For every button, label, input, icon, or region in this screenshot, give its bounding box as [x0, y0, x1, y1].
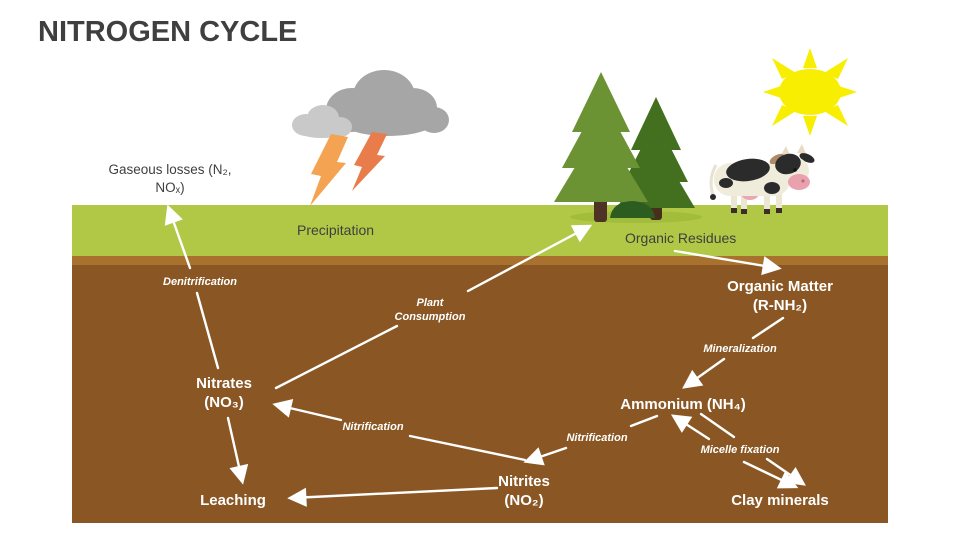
- arrow-mineralization: [682, 316, 785, 389]
- node-nitrites: Nitrites (NO₂): [498, 472, 550, 510]
- label-gaseous-losses: Gaseous losses (N₂, NOₓ): [108, 161, 231, 197]
- node-clay-minerals: Clay minerals: [731, 492, 829, 509]
- process-micelle-fixation: Micelle fixation: [700, 444, 780, 456]
- organic-matter-line2: (R-NH₂): [752, 297, 808, 314]
- nitrites-line2: (NO₂): [504, 492, 544, 509]
- nitrates-line1: Nitrates: [196, 375, 252, 392]
- page-title: NITROGEN CYCLE: [38, 16, 298, 48]
- pine-tree-icon: [554, 72, 695, 222]
- storm-cloud-icon: [292, 70, 449, 138]
- node-organic-matter: Organic Matter (R-NH₂): [727, 277, 833, 315]
- sun-icon: [763, 48, 857, 136]
- organic-matter-line1: Organic Matter: [727, 278, 833, 295]
- topsoil-stripe: [72, 256, 888, 265]
- process-denitrification: Denitrification: [163, 276, 237, 288]
- arrow-plant-consumption: [274, 224, 593, 390]
- arrow-nitrification-nitrites-to-nitrates: [272, 398, 527, 462]
- node-ammonium: Ammonium (NH₄): [620, 396, 746, 413]
- nitrates-line2: (NO₃): [204, 394, 244, 411]
- arrow-nitrates-to-leaching: [226, 416, 249, 485]
- plant-consumption-line2: Consumption: [394, 311, 466, 323]
- nitrites-line1: Nitrites: [498, 473, 550, 490]
- node-leaching: Leaching: [200, 492, 266, 509]
- arrow-nitrification-ammonium-to-nitrites: [523, 414, 659, 466]
- process-plant-consumption: Plant Consumption: [395, 296, 466, 324]
- label-precipitation: Precipitation: [297, 222, 375, 238]
- arrow-nitrites-to-leaching: [287, 486, 499, 507]
- grass-layer: [72, 205, 888, 256]
- arrow-micelle-fixation-to-clay: [699, 412, 806, 486]
- gaseous-losses-line2: NOₓ): [155, 180, 185, 195]
- arrow-denitrification: [164, 204, 220, 370]
- bush-icon: [610, 201, 655, 218]
- arrow-organic-residues-to-organic-matter: [673, 249, 782, 276]
- cow-icon: [709, 144, 815, 214]
- process-mineralization: Mineralization: [703, 343, 777, 355]
- soil-layer: [72, 265, 888, 523]
- gaseous-losses-line1: Gaseous losses (N₂,: [108, 162, 232, 177]
- label-organic-residues: Organic Residues: [625, 230, 737, 246]
- lightning-icon: [310, 132, 387, 206]
- process-nitrification-right: Nitrification: [566, 432, 628, 444]
- plant-consumption-line1: Plant: [416, 297, 444, 309]
- process-nitrification-left: Nitrification: [342, 421, 404, 433]
- node-nitrates: Nitrates (NO₃): [196, 374, 252, 412]
